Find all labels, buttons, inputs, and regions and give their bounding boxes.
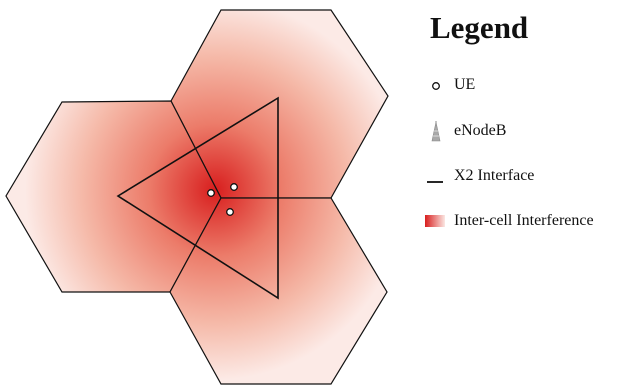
legend-label-x2: X2 Interface (454, 167, 535, 184)
legend-item-x2: X2 Interface (425, 165, 623, 189)
legend-label-ue: UE (454, 76, 476, 93)
x2-line-icon (427, 181, 443, 183)
ue-marker (226, 208, 234, 216)
legend-label-interference: Inter-cell Interference (454, 212, 594, 229)
legend-item-ue: UE (425, 74, 623, 98)
tower-icon (431, 121, 441, 142)
ue-marker (230, 183, 238, 191)
ue-dot-icon (432, 82, 440, 90)
legend-item-enodeb: eNodeB (425, 120, 623, 144)
legend-title: Legend (430, 10, 529, 45)
legend-item-interference: Inter-cell Interference (425, 210, 623, 234)
x2-interface-links (116, 96, 279, 300)
legend-label-enodeb: eNodeB (454, 122, 507, 139)
ue-marker (207, 189, 215, 197)
interference-gradient-swatch (425, 215, 445, 227)
